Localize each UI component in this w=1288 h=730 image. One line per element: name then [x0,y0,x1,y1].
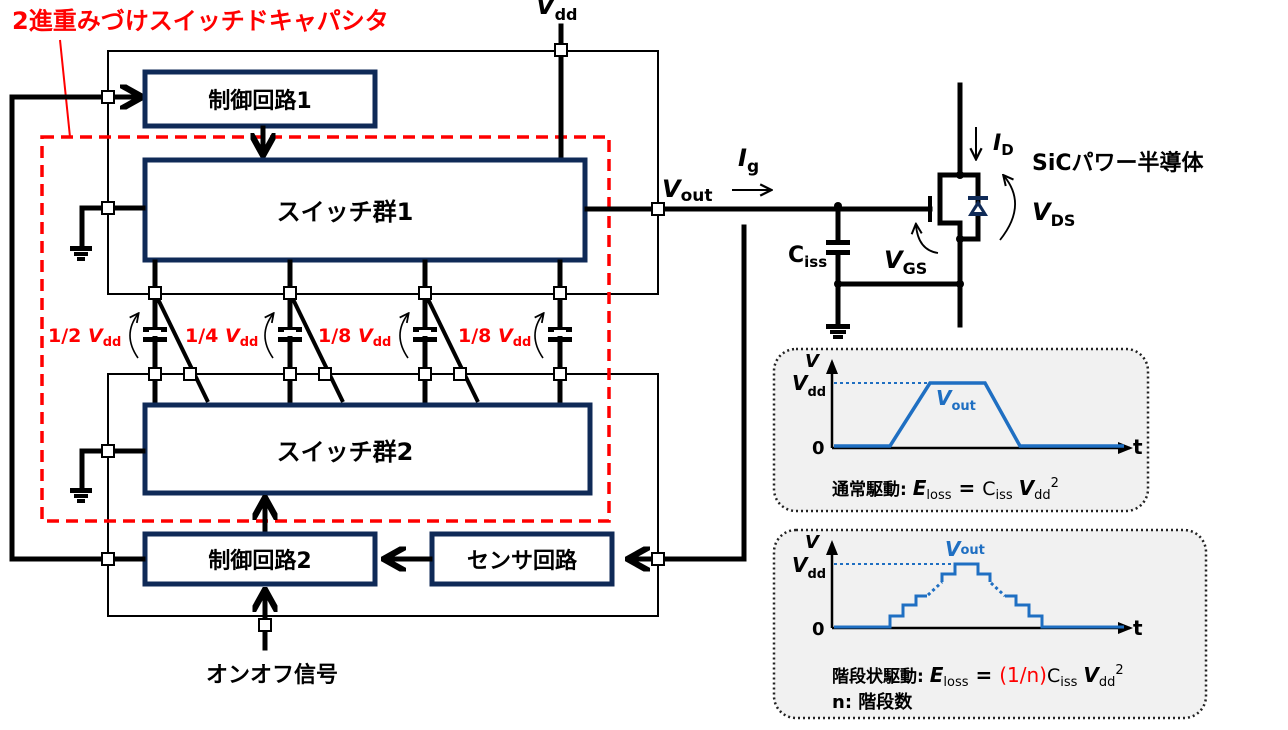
ciss-label: Ciss [788,243,827,271]
sensor-input-wire [630,224,747,559]
switched-capacitor-boundary [40,135,611,523]
capacitor-ladder [129,259,572,403]
vdd-port [554,43,568,57]
y-axis-label: V [805,532,821,553]
onoff-port [258,618,272,632]
vdd-label: Vdd [536,0,577,24]
control-circuit-1: 制御回路1 [142,69,378,129]
vout-wave-label: Vout [936,386,976,414]
control-circuit-2: 制御回路2 [142,531,378,587]
vds-label: VDS [1032,198,1075,230]
y-axis-label: V [805,351,821,372]
cap-voltage-label-1: 1/2 Vdd [48,325,121,350]
switch1-gnd-port [101,201,115,215]
normal-drive-panel: V Vdd 0 t Vout 通常駆動: Eloss = Ciss Vdd2 [772,347,1150,513]
vout-port [651,202,665,216]
ig-label: Ig [738,144,759,177]
upper-module-outline [107,50,659,295]
switch2-ground-wire [79,448,146,493]
ctrl1-port [101,90,115,104]
power-mosfet-circuit [826,82,1016,339]
switch1-ground-wire [79,205,146,251]
svg-text:制御回路1: 制御回路1 [208,88,311,114]
normal-loss-formula: 通常駆動: Eloss = Ciss Vdd2 [832,476,1059,503]
sensor-port [651,552,665,566]
vout-trapezoid-wave [834,381,1124,448]
vout-wave-label: Vout [945,537,985,561]
x-axis-label: t [1133,435,1143,459]
sensor-circuit: センサ回路 [429,531,615,587]
onoff-signal-label: オンオフ信号 [206,662,338,688]
stepped-loss-formula: 階段状駆動: Eloss = (1/n)Ciss Vdd2 [832,663,1124,690]
feedback-wire [9,94,111,562]
x-axis-label: t [1133,616,1143,640]
title-leader-line [59,39,71,138]
ground-icon [70,488,92,503]
ctrl2-port [101,552,115,566]
svg-text:スイッチ群2: スイッチ群2 [277,438,414,466]
steps-note: n: 階段数 [832,691,913,713]
sic-device-label: SiCパワー半導体 [1032,150,1205,176]
zero-tick-label: 0 [812,619,825,640]
vout-staircase-top [940,562,992,582]
id-label: ID [993,131,1014,159]
switch2-gnd-port [101,444,115,458]
switch-group-2: スイッチ群2 [142,402,593,496]
vout-label: Vout [662,175,713,206]
lower-module-outline [107,373,659,617]
svg-text:スイッチ群1: スイッチ群1 [277,198,414,226]
switch-group-1: スイッチ群1 [142,157,588,263]
svg-text:センサ回路: センサ回路 [467,548,578,574]
vout-staircase-fall [1005,594,1124,629]
vgs-label: VGS [884,246,927,278]
svg-text:制御回路2: 制御回路2 [208,548,311,574]
cap-voltage-label-4: 1/8 Vdd [458,325,531,350]
ground-icon [70,246,92,261]
diagram-title: 2進重みづけスイッチドキャパシタ [12,7,389,35]
cap-voltage-label-3: 1/8 Vdd [318,325,391,350]
vdd-tick-label: Vdd [792,371,826,400]
stepped-drive-panel: V Vdd 0 t Vout 階段状駆動: Eloss = (1/n)Ciss … [772,528,1208,720]
cap-voltage-label-2: 1/4 Vdd [185,325,258,350]
vout-staircase-rise [834,594,927,629]
zero-tick-label: 0 [812,438,825,459]
vdd-tick-label: Vdd [792,553,826,582]
